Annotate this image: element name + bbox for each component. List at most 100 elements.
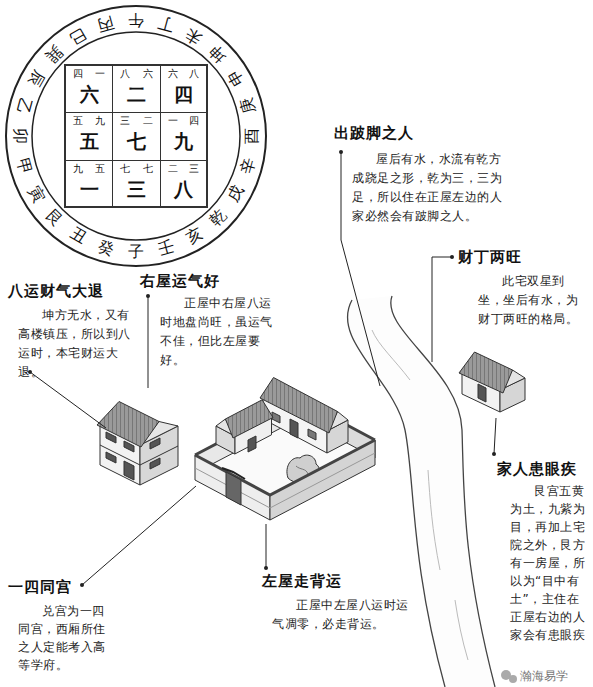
label-pos: 八运财气大退: [8, 282, 104, 301]
mountain-label: 卯: [11, 128, 29, 144]
west-wing: [216, 400, 273, 454]
label-pos: 左屋走背运: [262, 572, 342, 591]
river-part: [428, 470, 440, 570]
label-pos: 此宅双星到坐，坐后有水，为财丁两旺的格局。: [478, 272, 582, 329]
mountain-label: 酉: [243, 128, 261, 144]
cell-text-pos: 四: [73, 68, 83, 80]
label-pos: 一四同宫: [8, 578, 72, 597]
left-building-part: [97, 402, 159, 448]
leader-dots-part: [264, 566, 268, 570]
base-star: 七: [113, 131, 160, 152]
watermark-icon-part: [509, 675, 517, 683]
small-star: 六: [143, 68, 153, 80]
label-pos: 瀚海易学: [520, 668, 568, 684]
small-star: 三: [120, 115, 130, 127]
cell-text-pos: 四: [161, 84, 206, 105]
leader-lines-part: [30, 372, 106, 428]
callout-heading: 出跛脚之人: [334, 124, 414, 143]
base-star: 二: [113, 84, 160, 105]
small-star: 九: [95, 115, 105, 127]
cell-text-pos: 七: [120, 163, 130, 175]
ring-label-pos: 酉: [243, 128, 261, 144]
leader-lines-part: [494, 418, 496, 454]
label-pos: 家人患眼疾: [497, 460, 577, 479]
small-star: 二: [143, 115, 153, 127]
cell-text-pos: 四: [189, 115, 199, 127]
main-house-part: [290, 419, 298, 438]
leader-dots-part: [450, 255, 454, 259]
cell-text-pos: 二: [143, 115, 153, 127]
rock-part: [296, 466, 308, 474]
callout-heading: 财丁两旺: [458, 248, 522, 267]
star-cell: 三 二七: [112, 112, 160, 160]
leader-dots-part: [339, 150, 343, 154]
label-pos: 右屋运气好: [140, 272, 220, 291]
base-star: 六: [66, 84, 112, 105]
cell-text-pos: 六: [168, 68, 178, 80]
compass-ring: 午丁未坤申庚酉辛戌乾亥壬子癸丑艮寅甲卯乙辰巽巳丙四一六八六二六八四五九五三二七一…: [4, 4, 268, 268]
callout-text: 正屋中右屋八运时地盘尚旺，虽运气不佳，但比左屋要好。: [160, 294, 275, 370]
left-building-part: [150, 458, 160, 469]
callout-text: 屋后有水，水流有乾方成跷足之形，乾为三，三为足，所以住在正屋左边的人家必然会有跛…: [352, 150, 504, 226]
base-star: 九: [161, 131, 206, 152]
left-building-part: [106, 452, 116, 463]
label-pos: 正屋中右屋八运时地盘尚旺，虽运气不佳，但比左屋要好。: [160, 294, 275, 370]
base-star: 一: [66, 179, 112, 200]
cell-text-pos: 七: [113, 131, 160, 152]
callout-heading: 一四同宫: [8, 578, 72, 597]
callout-heading: 右屋运气好: [140, 272, 220, 291]
ring-label-pos: 卯: [11, 128, 29, 144]
star-cell: 八 六二: [112, 64, 160, 112]
cell-text-pos: 五: [95, 163, 105, 175]
front-walls-part: [195, 440, 375, 495]
star-cell: 二三八: [160, 160, 208, 208]
label-pos: 坤方无水，又有高楼镇压，所以到八运时，本宅财运大退。: [18, 306, 133, 382]
cell-text-pos: 九: [161, 131, 206, 152]
small-star: 五: [95, 163, 105, 175]
leader-dots-part: [80, 583, 84, 587]
small-star: 一: [168, 115, 178, 127]
small-star: 八: [120, 68, 130, 80]
label-pos: 财丁两旺: [458, 248, 522, 267]
small-star: 七: [143, 163, 153, 175]
small-star: 三: [189, 163, 199, 175]
cell-text-pos: 六: [66, 84, 112, 105]
star-cell: 四一六: [64, 64, 112, 112]
small-star: 四: [73, 68, 83, 80]
watermark-icon: [501, 670, 517, 683]
star-cell: 七七三: [112, 160, 160, 208]
small-star: 一: [95, 68, 105, 80]
base-star: 五: [66, 131, 112, 152]
ring-label-pos: 午: [128, 11, 144, 29]
leader-lines-part: [82, 486, 196, 585]
callout-heading: 左屋走背运: [262, 572, 342, 591]
ring-label-pos: 子: [128, 243, 144, 261]
cell-text-pos: 八: [189, 68, 199, 80]
main-house-part: [308, 429, 316, 440]
cell-text-pos: 三: [189, 163, 199, 175]
cell-text-pos: 二: [113, 84, 160, 105]
cell-text-pos: 六: [143, 68, 153, 80]
right-house: [459, 352, 525, 412]
leader-lines-part: [266, 524, 267, 568]
label-pos: 正屋中左屋八运时运气凋零，必走背运。: [272, 596, 412, 634]
leader-dots-part: [146, 294, 150, 298]
small-star: 九: [73, 163, 83, 175]
small-star: 七: [120, 163, 130, 175]
callout-text: 正屋中左屋八运时运气凋零，必走背运。: [272, 596, 412, 634]
label-pos: 屋后有水，水流有乾方成跷足之形，乾为三，三为足，所以住在正屋左边的人家必然会有跛…: [352, 150, 504, 226]
leader-lines-part: [341, 152, 380, 386]
leader-lines-part: [432, 257, 452, 362]
small-star: 二: [168, 163, 178, 175]
label-pos: 出跛脚之人: [334, 124, 414, 143]
cell-text-pos: 九: [73, 163, 83, 175]
cell-text-pos: 五: [66, 131, 112, 152]
cell-text-pos: 五: [73, 115, 83, 127]
star-cell: 九五一: [64, 160, 112, 208]
mountain-label: 午: [128, 11, 144, 29]
right-house-part: [478, 384, 486, 402]
front-walls-part: [226, 472, 241, 505]
cell-text-pos: 一: [66, 179, 112, 200]
river-part: [455, 600, 468, 660]
